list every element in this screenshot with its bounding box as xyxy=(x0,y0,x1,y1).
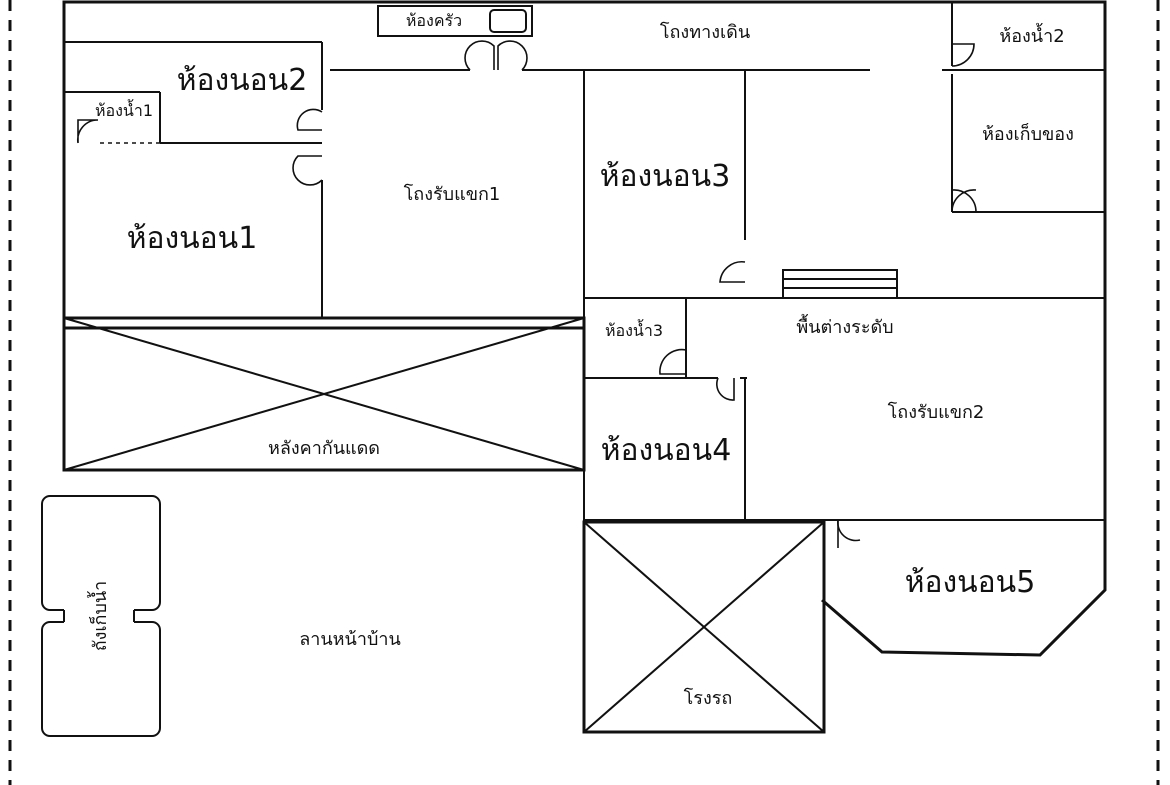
doors xyxy=(76,40,977,548)
bedroom1-label: ห้องนอน1 xyxy=(127,221,258,256)
bathroom3-label: ห้องน้ำ3 xyxy=(605,319,663,340)
bedroom5-label: ห้องนอน5 xyxy=(905,565,1036,600)
bathroom2-label: ห้องน้ำ2 xyxy=(999,23,1064,47)
bedroom3-label: ห้องนอน3 xyxy=(600,159,731,194)
bedroom4-label: ห้องนอน4 xyxy=(601,433,732,468)
front-yard-label: ลานหน้าบ้าน xyxy=(299,629,401,650)
awning-roof xyxy=(62,316,586,472)
outer-walls xyxy=(62,0,1107,657)
bedroom2-label: ห้องนอน2 xyxy=(177,63,308,98)
storage-label: ห้องเก็บของ xyxy=(982,122,1074,145)
property-boundary xyxy=(8,0,1160,785)
garage-roof xyxy=(582,520,826,734)
corridor-label: โถงทางเดิน xyxy=(660,21,750,43)
awning-label: หลังคากันแดด xyxy=(268,438,380,459)
bathroom1-label: ห้องน้ำ1 xyxy=(95,99,153,120)
living2-label: โถงรับแขก2 xyxy=(888,401,985,423)
split-level-label: พื้นต่างระดับ xyxy=(796,314,893,338)
garage-label: โรงรถ xyxy=(684,687,733,709)
water-tank-group xyxy=(41,495,161,737)
living1-label: โถงรับแขก1 xyxy=(404,183,501,205)
water-tank-label: ถังเก็บน้ำ xyxy=(87,581,111,652)
kitchen-label: ห้องครัว xyxy=(406,11,462,30)
room-labels: ห้องครัว โถงทางเดิน ห้องน้ำ2 ห้องนอน2 ห้… xyxy=(87,11,1074,709)
steps xyxy=(782,269,898,299)
